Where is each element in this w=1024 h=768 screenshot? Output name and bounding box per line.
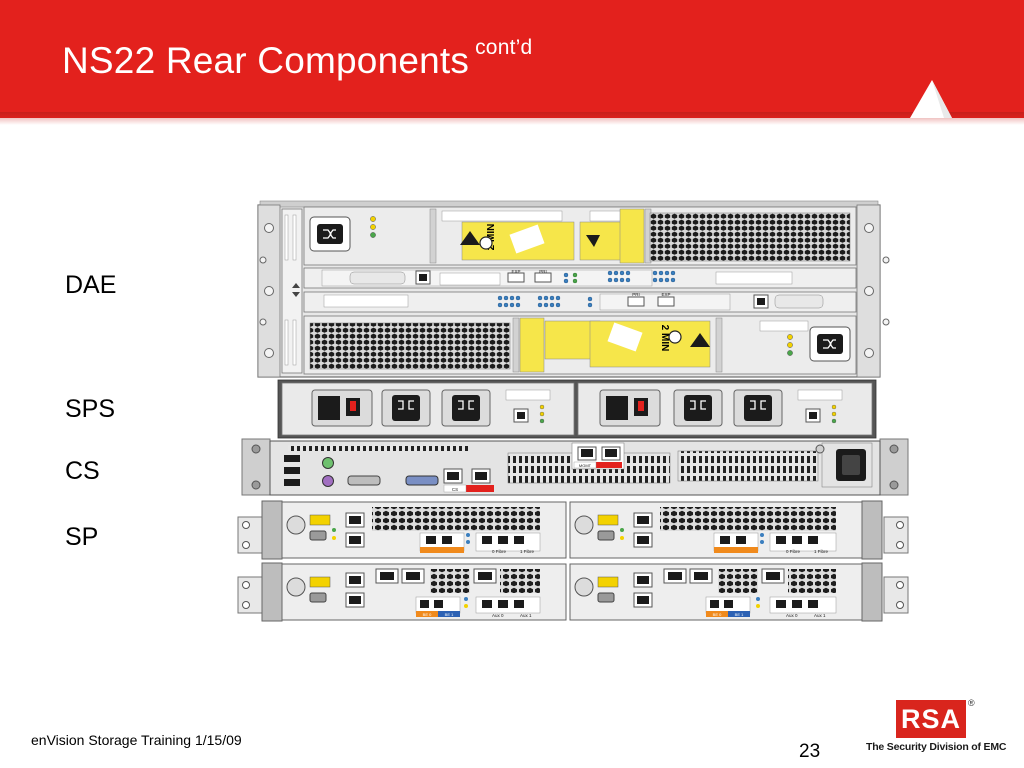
title-superscript: cont’d [475, 36, 533, 59]
sp1-port-fibre0: 0 Fibre [492, 549, 507, 554]
header-background [0, 0, 1024, 125]
sp1-port-fibre1: 1 Fibre [520, 549, 535, 554]
sp2-port-fibre0: 0 Fibre [786, 549, 801, 554]
dae-port-exp-right: EXP [661, 292, 670, 297]
sps-enclosure [277, 379, 877, 439]
cs-enclosure: CS MGMT [241, 438, 909, 496]
footer-text: enVision Storage Training 1/15/09 [31, 732, 242, 748]
dae-port-exp-left: EXP [511, 269, 520, 274]
rsa-tagline: The Security Division of EMC [866, 741, 1007, 753]
page-number: 23 [799, 741, 821, 762]
hardware-rear-diagram: 2 MIN EXP PRI [237, 200, 909, 622]
sp4-port-be1: BE 1 [735, 612, 744, 617]
registered-mark: ® [968, 698, 975, 708]
cs-mgmt-label: MGMT [579, 463, 592, 468]
dae-timer-top: 2 MIN [486, 224, 497, 251]
cs-port-label: CS [452, 487, 458, 492]
sp3-port-be0: BE 0 [423, 612, 432, 617]
dae-port-pri-right: PRI [632, 292, 640, 297]
rsa-logo-box [896, 700, 966, 738]
rsa-wordmark: RSA [900, 704, 961, 734]
sp-enclosure: 0 Fibre 1 Fibre 0 Fibre 1 Fibre [237, 500, 909, 622]
label-dae: DAE [65, 271, 117, 299]
sp4-port-aux0: Aux 0 [786, 613, 798, 618]
dae-port-pri-left: PRI [539, 269, 547, 274]
label-sps: SPS [65, 395, 116, 423]
sp3-port-aux1: Aux 1 [520, 613, 532, 618]
dae-timer-bottom: 2 MIN [659, 325, 670, 352]
sp2-port-fibre1: 1 Fibre [814, 549, 829, 554]
title-main: NS22 Rear Components [62, 40, 470, 81]
label-sp: SP [65, 523, 99, 551]
sp4-port-aux1: Aux 1 [814, 613, 826, 618]
dae-enclosure: 2 MIN EXP PRI [257, 200, 890, 378]
sp3-port-be1: BE 1 [445, 612, 454, 617]
rsa-logo: RSA ® The Security Division of EMC [866, 698, 1007, 756]
sp3-port-aux0: Aux 0 [492, 613, 504, 618]
label-cs: CS [65, 457, 100, 485]
sp4-port-be0: BE 0 [713, 612, 722, 617]
